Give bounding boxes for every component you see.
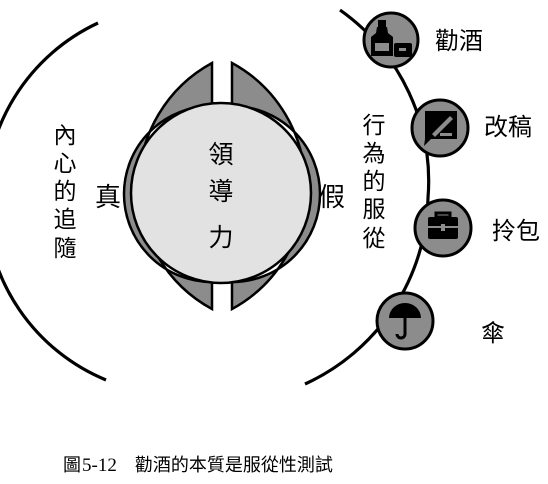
right-outer-label-2: 為 (363, 141, 386, 167)
right-outer-label-1: 行 (363, 113, 386, 139)
figure-caption: 圖5-12 勸酒的本質是服從性測試 (63, 451, 483, 477)
umbrella-icon (389, 303, 421, 340)
left-outer-label-4: 追 (54, 207, 77, 233)
center-text-1: 領 (208, 140, 233, 169)
item-label-3: 拎包 (492, 217, 540, 245)
item-label-2: 改稿 (484, 113, 532, 141)
liquor-bottle-icon (371, 20, 412, 57)
center-text-3: 力 (208, 223, 233, 252)
figure-number: 5-12 (82, 455, 117, 476)
item-label-1: 勸酒 (435, 27, 483, 55)
briefcase-icon (428, 211, 458, 239)
left-outer-label-2: 心 (54, 151, 77, 177)
caption-text: 勸酒的本質是服從性測試 (134, 455, 333, 476)
right-outer-label-3: 的 (363, 169, 386, 195)
left-ring-label: 真 (95, 183, 121, 213)
right-ring-label: 假 (319, 183, 345, 213)
center-circle (129, 101, 313, 285)
figure-label: 圖 (63, 455, 81, 476)
left-outer-label-3: 的 (54, 179, 77, 205)
left-outer-label-1: 內 (54, 123, 77, 149)
left-outer-label-5: 隨 (54, 236, 77, 262)
left-outer-arc (0, 21, 107, 382)
right-outer-label-5: 從 (363, 226, 386, 252)
edit-message-icon (424, 111, 457, 146)
right-outer-label-4: 服 (363, 197, 386, 223)
item-label-4: 傘 (481, 319, 505, 347)
center-text-2: 導 (208, 177, 233, 206)
